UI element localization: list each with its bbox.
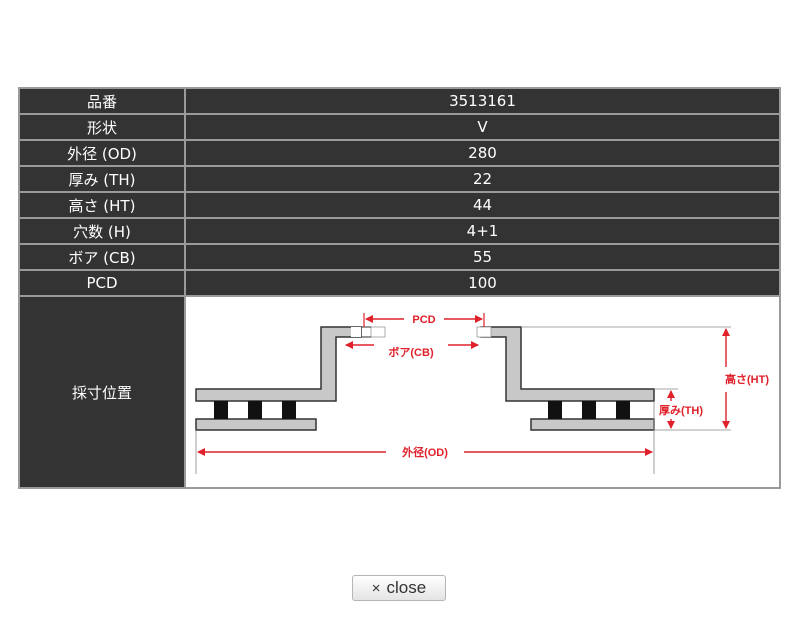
height-dimension-label: 高さ(HT)	[725, 372, 769, 386]
spec-value: V	[184, 113, 781, 141]
spec-table: 品番 3513161 形状 V 外径 (OD) 280 厚み (TH) 22 高…	[18, 87, 781, 489]
spec-label: 採寸位置	[18, 295, 186, 489]
spec-row-shape: 形状 V	[18, 113, 781, 141]
spec-row-holes: 穴数 (H) 4+1	[18, 217, 781, 245]
spec-label: 穴数 (H)	[18, 217, 186, 245]
spec-label: 高さ (HT)	[18, 191, 186, 219]
rotor-measurement-diagram: PCD ボア(CB) 高さ(HT) 厚み(TH)	[195, 313, 769, 474]
left-hub-hole	[370, 326, 386, 338]
left-hub-hole	[351, 327, 361, 337]
spec-value: 3513161	[184, 87, 781, 115]
spec-label: PCD	[18, 269, 186, 297]
spec-label: 外径 (OD)	[18, 139, 186, 167]
spec-value: 22	[184, 165, 781, 193]
right-hub-hole	[476, 326, 492, 338]
close-button-label: close	[386, 578, 427, 597]
thickness-dimension-label: 厚み(TH)	[659, 404, 703, 417]
close-button[interactable]: × close	[352, 575, 446, 601]
rotor-left-vane	[248, 401, 262, 419]
measurement-diagram-cell: PCD ボア(CB) 高さ(HT) 厚み(TH)	[184, 295, 781, 489]
spec-value: 280	[184, 139, 781, 167]
pcd-dimension-label: PCD	[412, 314, 435, 326]
spec-value: 44	[184, 191, 781, 219]
spec-row-outer-diameter: 外径 (OD) 280	[18, 139, 781, 167]
rotor-left-vane	[282, 401, 296, 419]
rotor-left-lower-plate	[195, 418, 317, 431]
spec-label: 形状	[18, 113, 186, 141]
spec-row-pcd: PCD 100	[18, 269, 781, 297]
spec-row-part-number: 品番 3513161	[18, 87, 781, 115]
bore-dimension-label: ボア(CB)	[388, 345, 434, 359]
spec-row-height: 高さ (HT) 44	[18, 191, 781, 219]
spec-row-measurement-diagram: 採寸位置	[18, 295, 781, 489]
spec-value: 55	[184, 243, 781, 271]
spec-label: 厚み (TH)	[18, 165, 186, 193]
spec-label: 品番	[18, 87, 186, 115]
spec-row-thickness: 厚み (TH) 22	[18, 165, 781, 193]
rotor-left-vane	[214, 401, 228, 419]
spec-value: 100	[184, 269, 781, 297]
od-dimension-label: 外径(OD)	[401, 445, 448, 459]
spec-label: ボア (CB)	[18, 243, 186, 271]
spec-value: 4+1	[184, 217, 781, 245]
rotor-right-hat	[480, 326, 655, 402]
rotor-left-hat	[195, 326, 362, 402]
rotor-right-vane	[582, 401, 596, 419]
close-icon: ×	[371, 579, 381, 597]
rotor-right-vane	[548, 401, 562, 419]
rotor-right-vane	[616, 401, 630, 419]
rotor-right-lower-plate	[530, 418, 655, 431]
spec-row-bore: ボア (CB) 55	[18, 243, 781, 271]
